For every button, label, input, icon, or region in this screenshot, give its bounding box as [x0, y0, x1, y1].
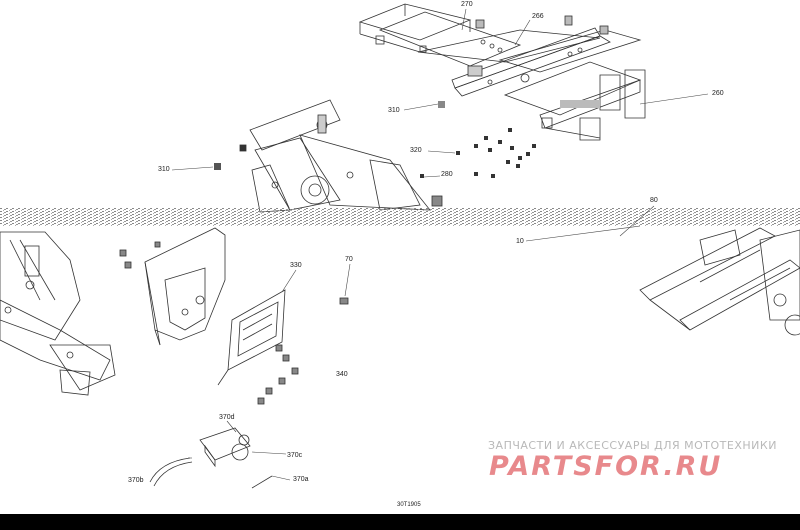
- callout-270: 270: [461, 1, 473, 8]
- callout-370b: 370b: [128, 477, 144, 484]
- callout-370c: 370c: [287, 452, 303, 459]
- fastener-cluster: [214, 101, 536, 178]
- callout-370d: 370d: [219, 414, 235, 421]
- bottom-bar: [0, 514, 800, 530]
- rear-subframe: [358, 3, 646, 141]
- skid-plate: [217, 289, 349, 405]
- watermark-logo: PARTSFOR.RU: [489, 451, 723, 482]
- watermark-tagline: ЗАПЧАСТИ И АКСЕССУАРЫ ДЛЯ МОТОТЕХНИКИ: [488, 439, 777, 452]
- callout-320: 320: [410, 147, 422, 154]
- callout-310-left: 310: [158, 166, 170, 173]
- leader-lines: [171, 8, 709, 481]
- callout-266: 266: [532, 13, 544, 20]
- main-frame-upper: [239, 99, 443, 213]
- callout-310-upper: 310: [388, 107, 400, 114]
- callout-80: 80: [650, 197, 658, 204]
- callout-260: 260: [712, 90, 724, 97]
- hitch-assembly: [149, 427, 273, 489]
- diagram-code: 30T1905: [397, 502, 421, 508]
- callout-280: 280: [441, 171, 453, 178]
- callout-330: 330: [290, 262, 302, 269]
- callout-70: 70: [345, 256, 353, 263]
- callout-10: 10: [516, 238, 524, 245]
- right-frame-section: [639, 227, 800, 336]
- callout-340: 340: [336, 371, 348, 378]
- callout-370a: 370a: [293, 476, 309, 483]
- center-bracket: [119, 227, 226, 346]
- left-frame-section: [0, 231, 116, 396]
